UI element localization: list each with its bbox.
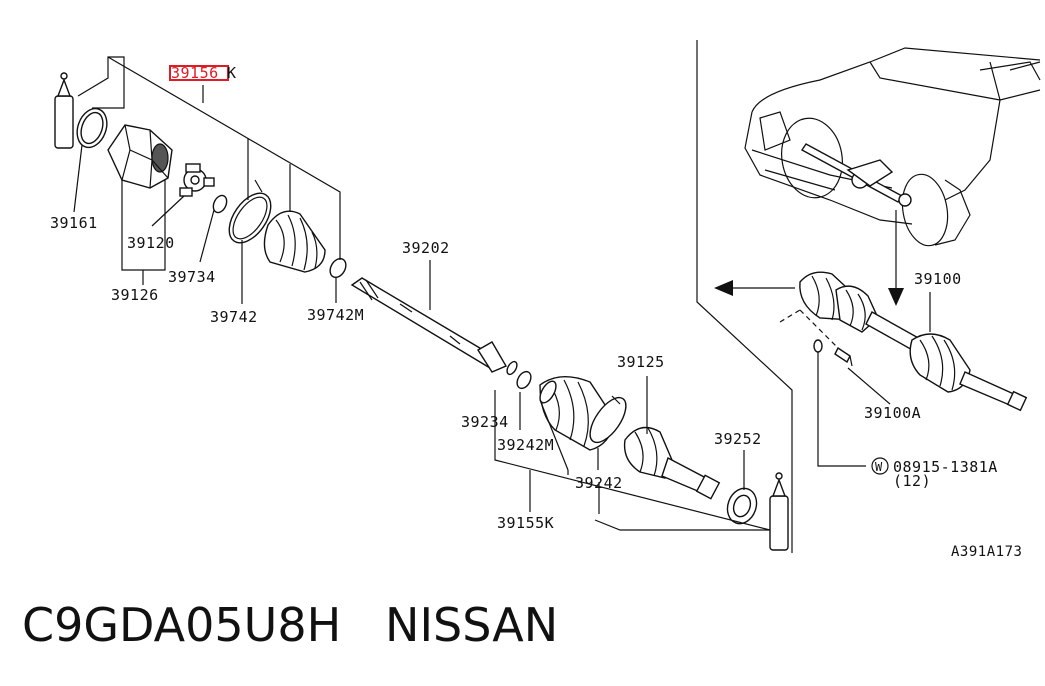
joint-housing-39126-icon: [107, 124, 173, 189]
grease-tube-right-icon: [769, 472, 789, 551]
boot-band-39242-icon: [589, 395, 627, 444]
label-39742m[interactable]: 39742M: [307, 306, 364, 324]
caption-brand: NISSAN: [385, 598, 559, 652]
figure-code: A391A173: [951, 544, 1022, 560]
shaft-assembly-39100-icon: [799, 271, 1028, 412]
label-39734[interactable]: 39734: [168, 268, 216, 286]
label-39156k-suffix: K: [227, 64, 237, 82]
label-39125[interactable]: 39125: [617, 353, 665, 371]
bolt-39100a-icon: [813, 339, 853, 367]
snap-ring-39234-icon: [506, 360, 518, 376]
boot-inner-icon: [263, 210, 326, 273]
w-symbol-letter: W: [875, 460, 883, 474]
label-39100[interactable]: 39100: [914, 270, 962, 288]
caption: C9GDA05U8H NISSAN: [22, 598, 558, 652]
label-39234[interactable]: 39234: [461, 413, 509, 431]
boot-band-39742-icon: [228, 179, 272, 244]
boot-band-39742m-icon: [329, 257, 347, 279]
snap-ring-small-icon: [516, 370, 532, 390]
caption-part-number: C9GDA05U8H: [22, 598, 342, 652]
label-39242[interactable]: 39242: [575, 474, 623, 492]
label-39742[interactable]: 39742: [210, 308, 258, 326]
spider-assembly-39120-icon: [179, 163, 215, 197]
arrow-down-icon: [888, 210, 904, 306]
snap-ring-39161-icon: [76, 107, 108, 149]
label-quantity-12: (12): [893, 472, 931, 490]
label-39202[interactable]: 39202: [402, 239, 450, 257]
highlight-box: [169, 65, 229, 81]
label-39252[interactable]: 39252: [714, 430, 762, 448]
part-number-labels: 39156 K 39161 39120 39126 39734 39742 39…: [50, 64, 1022, 560]
label-39120[interactable]: 39120: [127, 234, 175, 252]
arrow-left-icon: [714, 280, 795, 296]
label-39242m[interactable]: 39242M: [497, 436, 554, 454]
label-39100a[interactable]: 39100A: [864, 404, 921, 422]
grease-tube-left-icon: [54, 72, 74, 149]
vehicle-outline-icon: [744, 47, 1041, 247]
drive-shaft-39202-icon: [350, 277, 508, 373]
label-39161[interactable]: 39161: [50, 214, 98, 232]
dust-seal-39252-icon: [726, 487, 758, 525]
w-symbol-circle: [871, 457, 889, 475]
label-39155k[interactable]: 39155K: [497, 514, 554, 532]
label-39126[interactable]: 39126: [111, 286, 159, 304]
label-39156k-number[interactable]: 39156: [171, 64, 219, 82]
label-08915-1381a[interactable]: 08915-1381A: [893, 458, 998, 476]
leader-lines: [73, 40, 793, 553]
outer-joint-39125-icon: [623, 426, 721, 500]
right-leader-lines: [779, 292, 931, 467]
circlip-39734-icon: [212, 194, 228, 214]
